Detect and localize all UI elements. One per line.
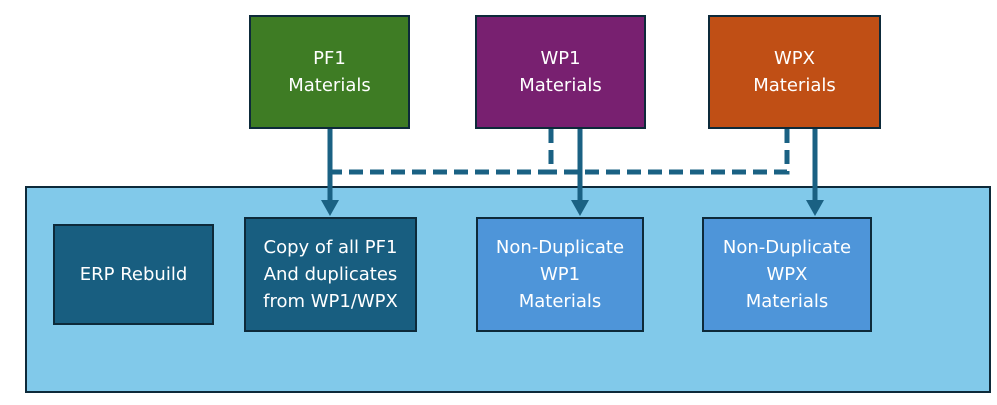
erp-rebuild-label: ERP Rebuild [79, 264, 188, 285]
pf1-materials-label: PF1 Materials [288, 48, 371, 96]
arrowhead-icon [321, 200, 339, 216]
wpx-non-duplicate-box: Non-Duplicate WPX Materials [702, 217, 872, 332]
wp1-non-duplicate-label: Non-Duplicate WP1 Materials [495, 237, 625, 312]
wp1-to-copy-dashed-connector [331, 129, 554, 175]
wpx-non-duplicate-label: Non-Duplicate WPX Materials [722, 237, 852, 312]
wpx-materials-box: WPX Materials [708, 15, 881, 129]
wp1-non-duplicate-box: Non-Duplicate WP1 Materials [476, 217, 644, 332]
wp1-materials-box: WP1 Materials [475, 15, 646, 129]
pf1-copy-label: Copy of all PF1 And duplicates from WP1/… [263, 237, 398, 312]
arrowhead-icon [571, 200, 589, 216]
wpx-materials-label: WPX Materials [753, 48, 836, 96]
wp1-materials-label: WP1 Materials [519, 48, 602, 96]
erp-rebuild-box: ERP Rebuild [53, 224, 214, 325]
pf1-copy-box: Copy of all PF1 And duplicates from WP1/… [244, 217, 417, 332]
wpx-to-copy-dashed-connector [551, 129, 790, 175]
arrowhead-icon [806, 200, 824, 216]
pf1-materials-box: PF1 Materials [249, 15, 410, 129]
